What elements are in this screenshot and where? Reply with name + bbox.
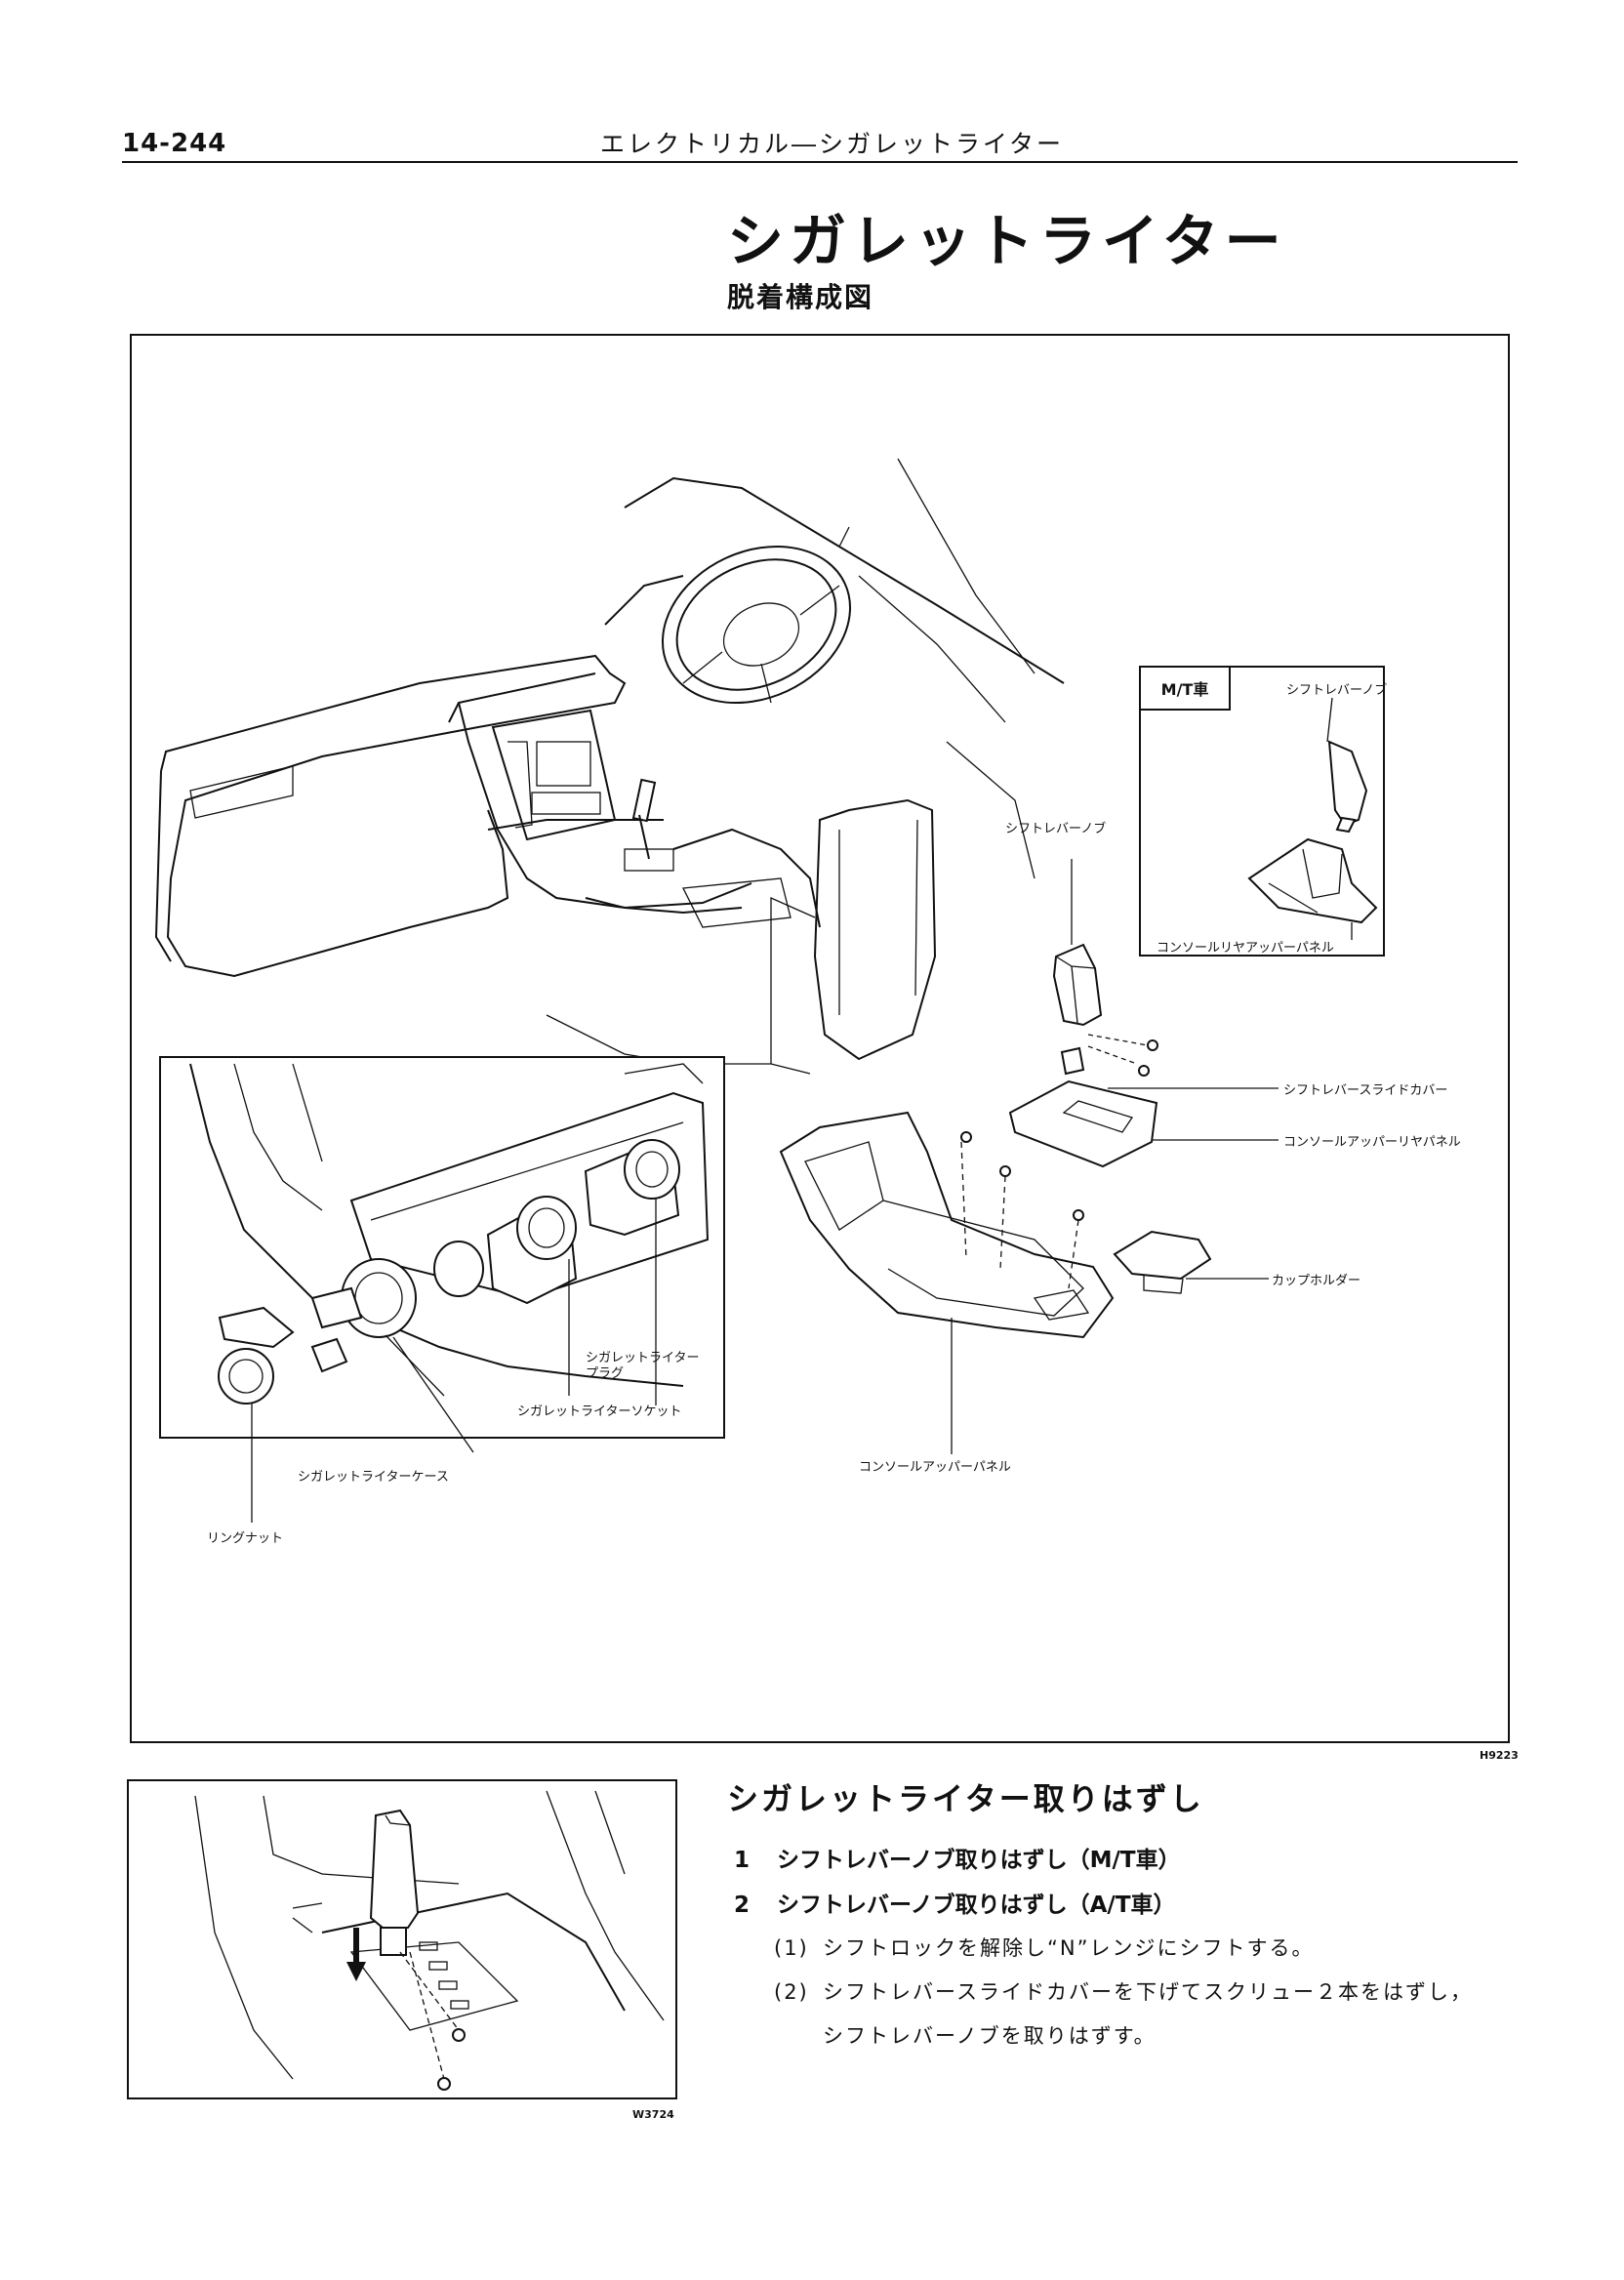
label-lighter-plug-line2: プラグ: [586, 1366, 625, 1381]
substep-text: シフトレバースライドカバーを下げてスクリュー２本をはずし，: [823, 1980, 1473, 2004]
removal-step-figure: [127, 1779, 677, 2099]
procedure-heading: シガレットライター取りはずし: [727, 1780, 1204, 1817]
substep-2: (2) シフトレバースライドカバーを下げてスクリュー２本をはずし，: [774, 1976, 1473, 2006]
figure-code-step: W3724: [632, 2108, 674, 2121]
label-console-upper-panel: コンソールアッパーパネル: [859, 1460, 1011, 1475]
figure-code-main: H9223: [1480, 1749, 1519, 1762]
step-number: 1: [734, 1848, 751, 1873]
label-console-rear-upper-panel: コンソールリヤアッパーパネル: [1157, 941, 1334, 956]
label-cup-holder: カップホルダー: [1272, 1274, 1361, 1288]
substep-number: (1): [774, 1936, 809, 1960]
substep-number: (2): [774, 1980, 809, 2004]
exploded-view-figure: [130, 334, 1510, 1743]
label-lighter-case: シガレットライターケース: [298, 1470, 449, 1485]
dashboard-illustration: [154, 458, 1065, 1075]
label-mt-shift-knob: シフトレバーノブ: [1286, 683, 1388, 698]
console-parts-illustration: [779, 859, 1279, 1454]
header-rule: [122, 161, 1518, 163]
substep-text: シフトレバーノブを取りはずす。: [823, 2024, 1157, 2048]
label-at-shift-knob: シフトレバーノブ: [1005, 822, 1107, 836]
step-number: 2: [734, 1893, 751, 1918]
step-1: 1 シフトレバーノブ取りはずし（M/T車）: [734, 1841, 1181, 1874]
step-2: 2 シフトレバーノブ取りはずし（A/T車）: [734, 1886, 1176, 1919]
substep-text: シフトロックを解除し“N”レンジにシフトする。: [823, 1936, 1315, 1960]
label-ring-nut: リングナット: [207, 1531, 284, 1546]
mt-inset-frame: [1139, 666, 1385, 957]
label-shift-slide-cover: シフトレバースライドカバー: [1283, 1083, 1448, 1098]
lighter-detail-frame: [159, 1056, 725, 1439]
label-lighter-socket: シガレットライターソケット: [517, 1405, 682, 1419]
step-text: シフトレバーノブ取りはずし（A/T車）: [777, 1893, 1176, 1918]
label-console-upper-rear-panel: コンソールアッパーリヤパネル: [1283, 1135, 1461, 1150]
mt-inset-illustration: [1139, 666, 1385, 957]
page-title: シガレットライター: [727, 208, 1287, 274]
running-title: エレクトリカル―シガレットライター: [600, 130, 1065, 158]
step-illustration: [194, 1790, 665, 2091]
substep-1: (1) シフトロックを解除し“N”レンジにシフトする。: [774, 1933, 1314, 1962]
page-subtitle: 脱着構成図: [727, 281, 874, 313]
lighter-detail-illustration: [161, 1058, 723, 1523]
substep-2-continued: シフトレバーノブを取りはずす。: [774, 2020, 1157, 2050]
page-number: 14-244: [122, 129, 227, 158]
step-text: シフトレバーノブ取りはずし（M/T車）: [777, 1848, 1181, 1873]
mt-inset-tag: M/T車: [1141, 668, 1231, 711]
label-lighter-plug-line1: シガレットライター: [586, 1351, 700, 1365]
